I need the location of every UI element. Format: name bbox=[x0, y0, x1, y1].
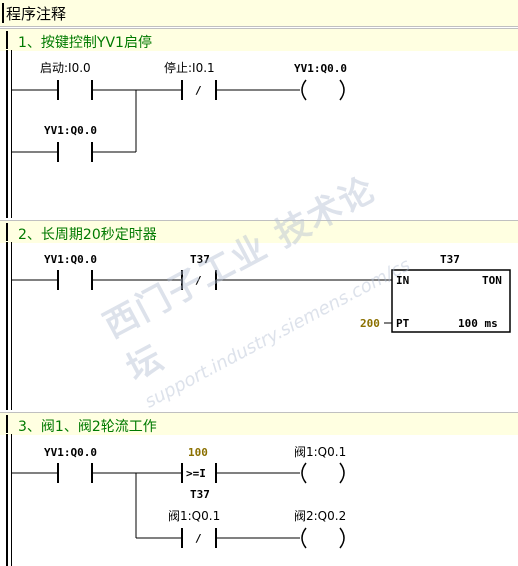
contact-yv1-label: YV1:Q0.0 bbox=[44, 253, 97, 266]
network-3-ladder: YV1:Q0.0 >=I 100 T37 阀1:Q0.1 / 阀1:Q0.1 bbox=[12, 445, 346, 549]
network-marker bbox=[6, 223, 8, 241]
timer-pt-value: 200 bbox=[360, 317, 380, 330]
compare-contact[interactable]: >=I 100 T37 bbox=[181, 446, 217, 501]
power-rail-inner bbox=[11, 434, 12, 566]
contact-latch[interactable]: YV1:Q0.0 bbox=[44, 124, 97, 162]
network-2-comment: 2、长周期20秒定时器 bbox=[18, 227, 157, 243]
contact-valve1-nc[interactable]: / 阀1:Q0.1 bbox=[168, 509, 220, 548]
power-rail bbox=[6, 50, 8, 218]
power-rail bbox=[6, 242, 8, 410]
contact-stop-symbol: / bbox=[195, 84, 202, 97]
network-3-comment: 3、阀1、阀2轮流工作 bbox=[18, 419, 157, 435]
contact-t37-nc[interactable]: / T37 bbox=[181, 253, 217, 290]
timer-resolution: 100 ms bbox=[458, 317, 498, 330]
coil-yv1[interactable]: YV1:Q0.0 bbox=[294, 62, 347, 101]
timer-type: TON bbox=[482, 274, 502, 287]
network-marker bbox=[6, 415, 8, 433]
timer-pt-label: PT bbox=[396, 317, 410, 330]
contact-stop-label: 停止:I0.1 bbox=[164, 60, 215, 75]
timer-name: T37 bbox=[440, 253, 460, 266]
contact-start[interactable]: 启动:I0.0 bbox=[40, 61, 93, 100]
network-2[interactable]: 2、长周期20秒定时器 YV1:Q0.0 / T37 T37 IN TON PT… bbox=[0, 220, 518, 410]
power-rail bbox=[6, 434, 8, 566]
compare-operator: >=I bbox=[186, 467, 206, 480]
network-3-header: 3、阀1、阀2轮流工作 bbox=[0, 412, 518, 435]
network-2-header: 2、长周期20秒定时器 bbox=[0, 220, 518, 243]
coil-valve1[interactable]: 阀1:Q0.1 bbox=[294, 445, 346, 484]
contact-latch-label: YV1:Q0.0 bbox=[44, 124, 97, 137]
compare-constant: 100 bbox=[188, 446, 208, 459]
contact-valve1-symbol: / bbox=[195, 532, 202, 545]
network-2-ladder: YV1:Q0.0 / T37 T37 IN TON PT 100 ms 200 bbox=[12, 253, 511, 333]
contact-yv1[interactable]: YV1:Q0.0 bbox=[44, 253, 97, 290]
network-3[interactable]: 3、阀1、阀2轮流工作 YV1:Q0.0 >=I 100 T37 阀1:Q0.1 bbox=[0, 412, 518, 566]
contact-yv1[interactable]: YV1:Q0.0 bbox=[44, 446, 97, 483]
contact-yv1-label: YV1:Q0.0 bbox=[44, 446, 97, 459]
network-1-ladder: 启动:I0.0 / 停止:I0.1 YV1:Q0.0 YV1:Q0.0 bbox=[12, 60, 347, 162]
program-comment-title: 程序注释 bbox=[6, 5, 67, 23]
network-1[interactable]: 1、按键控制YV1启停 启动:I0.0 / 停止:I0.1 YV1:Q0.0 bbox=[0, 28, 518, 218]
contact-valve1-label: 阀1:Q0.1 bbox=[168, 509, 220, 523]
timer-t37-block[interactable]: T37 IN TON PT 100 ms bbox=[391, 253, 511, 333]
contact-start-label: 启动:I0.0 bbox=[40, 61, 91, 75]
contact-t37-symbol: / bbox=[195, 274, 202, 287]
power-rail-inner bbox=[11, 50, 12, 218]
comment-marker bbox=[2, 3, 4, 23]
power-rail-inner bbox=[11, 242, 12, 410]
coil-valve2-label: 阀2:Q0.2 bbox=[294, 509, 346, 523]
coil-yv1-label: YV1:Q0.0 bbox=[294, 62, 347, 75]
network-marker bbox=[6, 31, 8, 49]
network-1-comment: 1、按键控制YV1启停 bbox=[18, 35, 152, 51]
coil-valve1-label: 阀1:Q0.1 bbox=[294, 445, 346, 459]
program-comment-bar: 程序注释 bbox=[0, 0, 518, 27]
timer-in-label: IN bbox=[396, 274, 409, 287]
contact-stop[interactable]: / 停止:I0.1 bbox=[164, 60, 217, 100]
contact-t37-label: T37 bbox=[190, 253, 210, 266]
coil-valve2[interactable]: 阀2:Q0.2 bbox=[294, 509, 346, 549]
network-1-header: 1、按键控制YV1启停 bbox=[0, 28, 518, 51]
compare-variable: T37 bbox=[190, 488, 210, 501]
